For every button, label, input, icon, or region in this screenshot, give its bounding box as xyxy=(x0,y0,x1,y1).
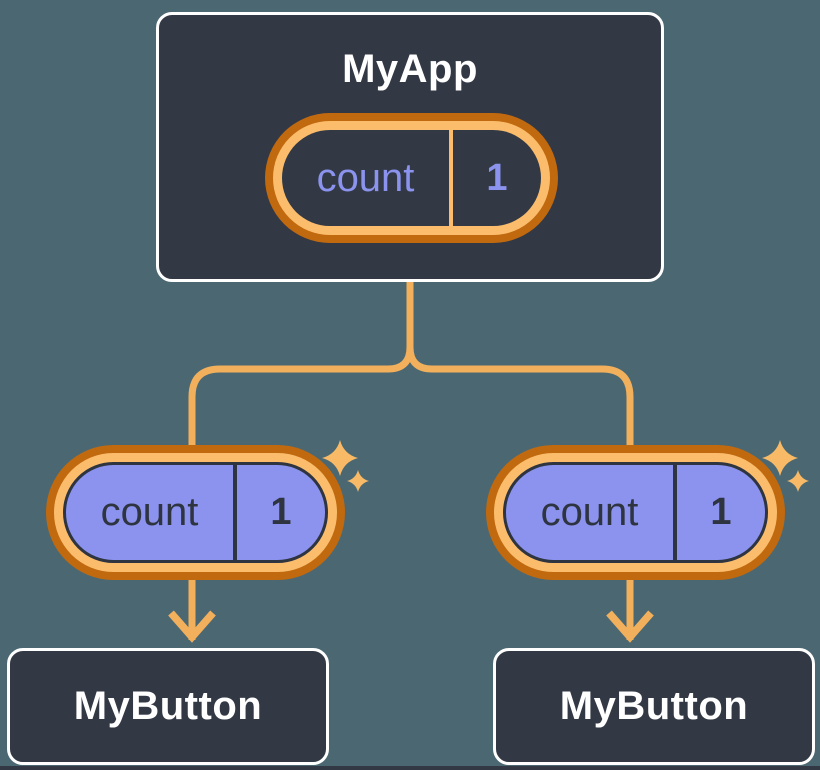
state-pill-left: count 1 xyxy=(46,445,345,580)
state-value: 1 xyxy=(710,491,732,533)
sparkle-icon xyxy=(787,470,809,492)
state-divider xyxy=(449,130,453,226)
state-divider xyxy=(673,465,677,560)
state-pill-inner-ring: count 1 xyxy=(494,453,777,572)
state-value: 1 xyxy=(270,491,292,533)
arrowhead-left xyxy=(168,610,216,643)
connector-right-branch xyxy=(406,282,634,452)
bottom-edge-strip xyxy=(0,766,820,770)
state-pill-right: count 1 xyxy=(486,445,785,580)
component-node-mybutton-left: MyButton xyxy=(7,648,329,765)
state-pill-inner-ring: count 1 xyxy=(273,121,550,235)
state-value: 1 xyxy=(486,156,508,199)
sparkle-icon xyxy=(762,440,798,476)
state-divider xyxy=(233,465,237,560)
tree-connector xyxy=(188,282,634,640)
sparkle-icon xyxy=(347,470,369,492)
connector-left-branch xyxy=(188,282,414,452)
sparkle-icon xyxy=(322,440,358,476)
state-name: count xyxy=(316,155,415,200)
arrow-down-icon xyxy=(168,610,654,643)
component-title: MyApp xyxy=(342,47,478,91)
arrowhead-right xyxy=(606,610,654,643)
state-name: count xyxy=(100,490,199,534)
state-pill-root: count 1 xyxy=(265,113,558,243)
component-node-mybutton-right: MyButton xyxy=(493,648,815,765)
state-name: count xyxy=(540,490,639,534)
state-pill-inner-ring: count 1 xyxy=(54,453,337,572)
